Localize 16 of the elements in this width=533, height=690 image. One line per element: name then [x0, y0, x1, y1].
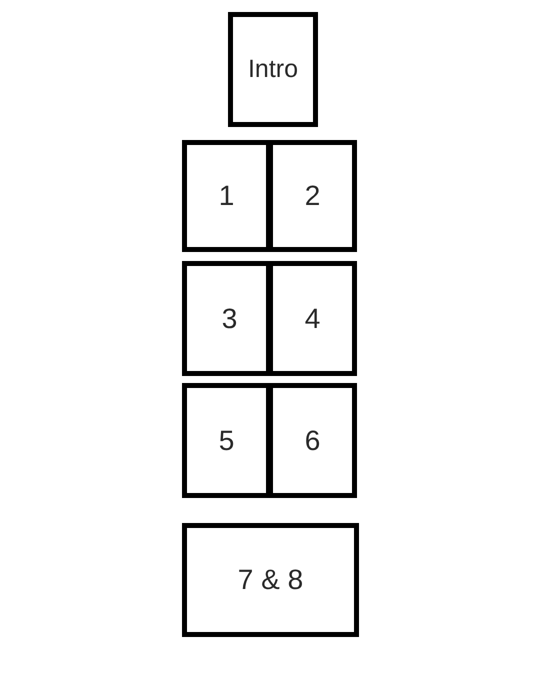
- section-box: [268, 261, 357, 376]
- section-label: 2: [304, 182, 320, 210]
- section-box: [228, 12, 318, 127]
- section-box: [182, 261, 271, 376]
- section-box: [268, 140, 357, 252]
- section-label: Intro: [248, 57, 298, 82]
- section-box: [268, 383, 357, 498]
- section-box: [182, 140, 271, 252]
- section-label: 4: [304, 304, 320, 332]
- section-label: 6: [304, 426, 320, 454]
- section-label: 5: [218, 426, 234, 454]
- section-label: 7 & 8: [238, 566, 304, 594]
- section-box: [182, 523, 359, 637]
- section-label: 1: [218, 182, 234, 210]
- section-label: 3: [222, 304, 238, 332]
- section-box: [182, 383, 271, 498]
